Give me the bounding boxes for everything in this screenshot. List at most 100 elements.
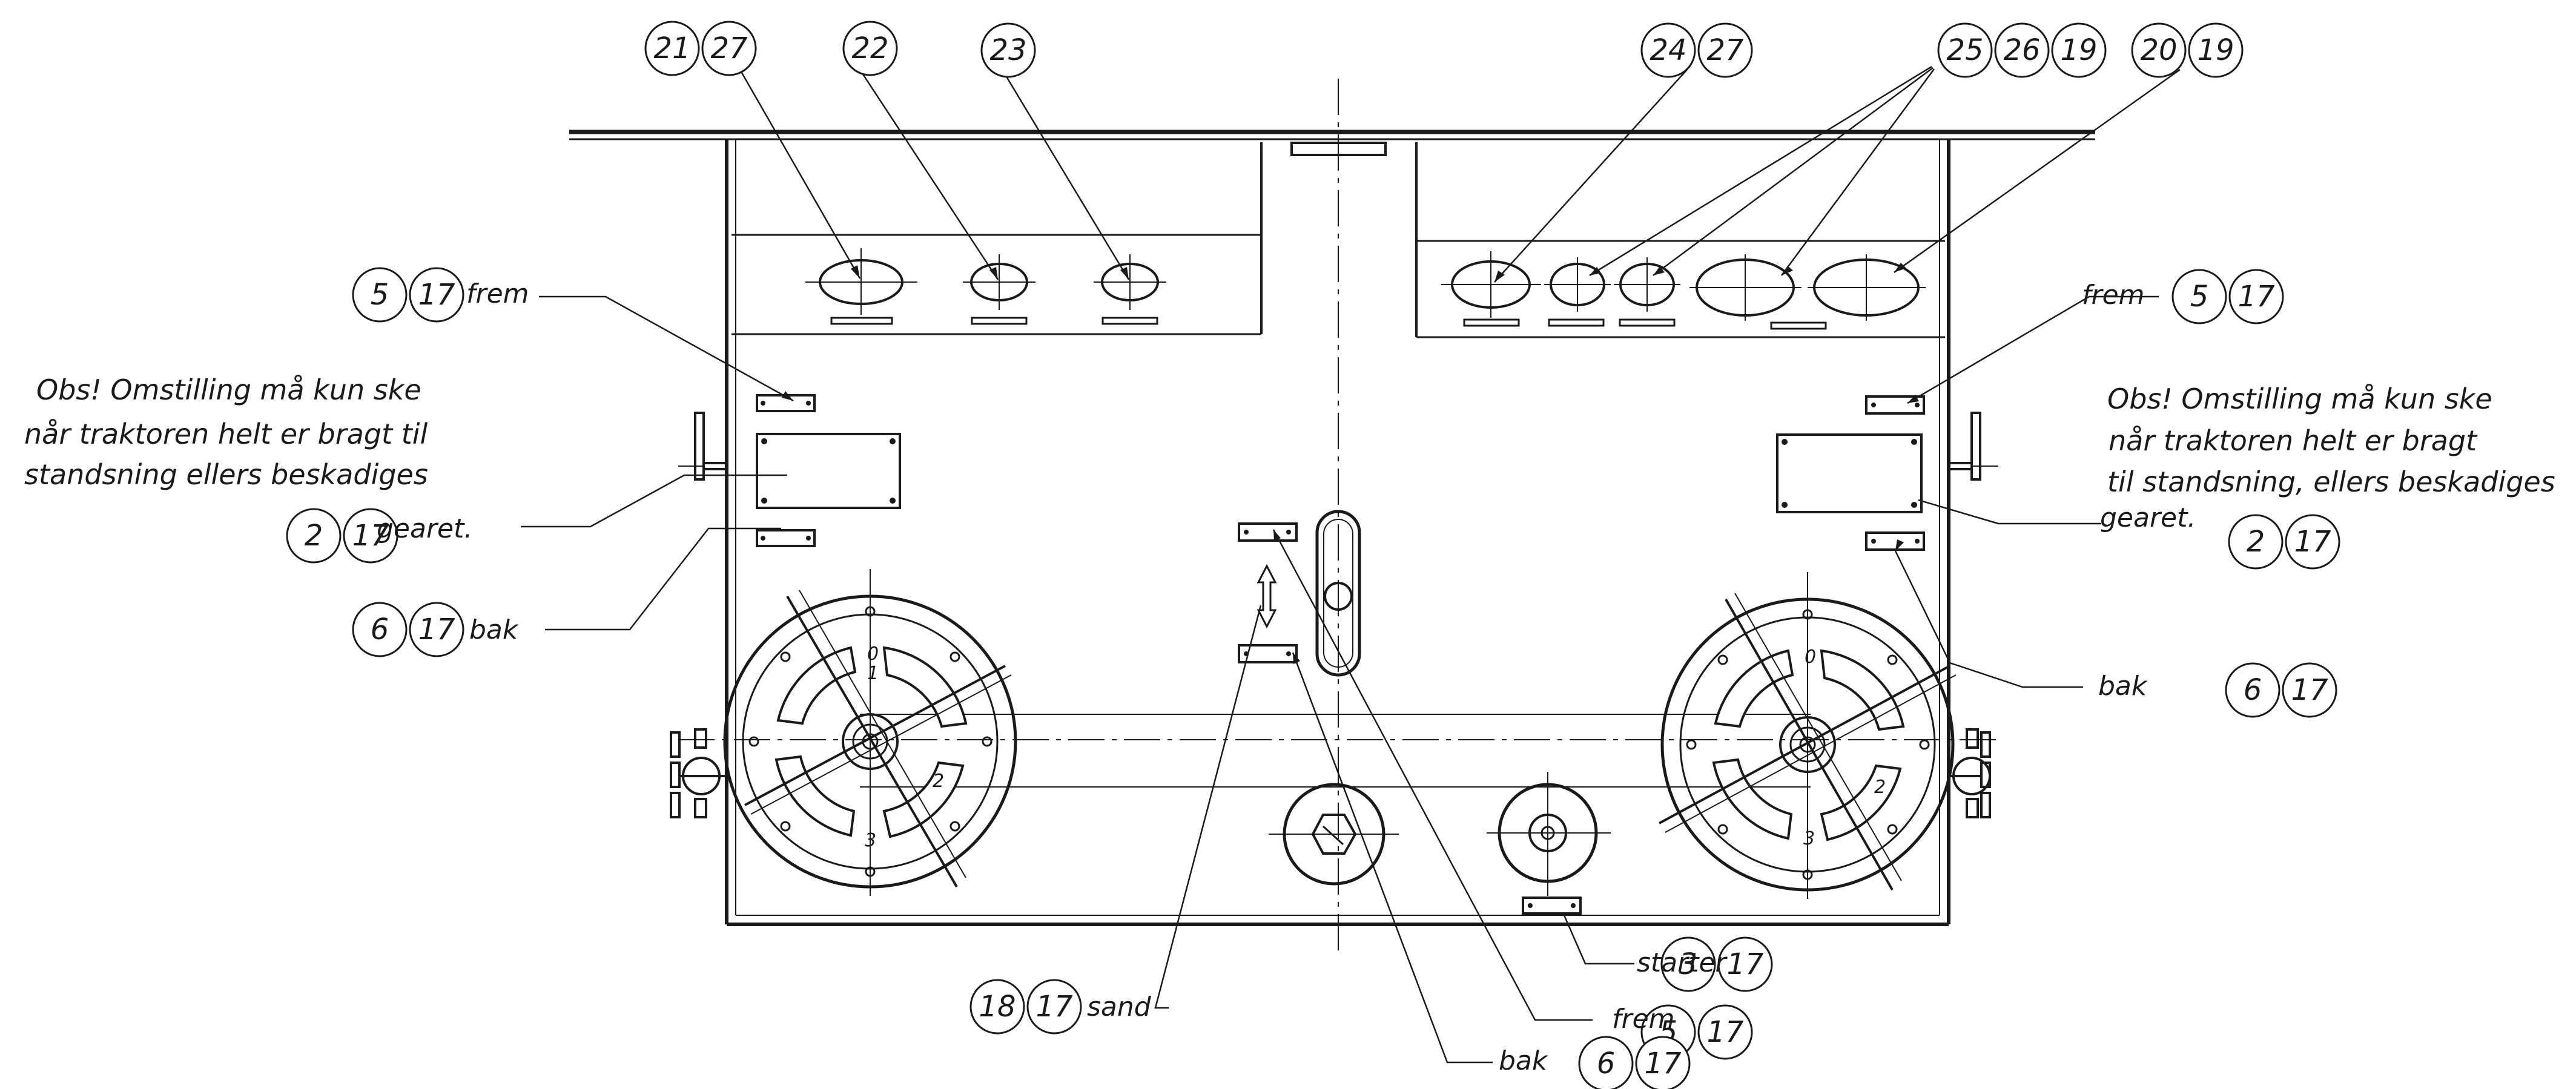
gauge-right-4 [1689, 254, 1827, 330]
note-left-line-1: Obs! Omstilling må kun ske [36, 373, 421, 406]
ref-bubble-circle [1994, 22, 2050, 78]
wheel-mark-1-left: 1 [867, 663, 879, 684]
note-left-line-3: standsning ellers beskadiges [24, 458, 428, 491]
ref-bubble-number: 24 [1650, 33, 1686, 67]
ref-bubble-circle [409, 267, 464, 323]
note-left-line-2: når traktoren helt er bragt til [24, 418, 428, 450]
ref-bubble-number: 17 [1726, 947, 1764, 981]
ref-bubble-number: 5 [2190, 280, 2209, 314]
leader-lines [521, 65, 2181, 1064]
ref-bubble-circle [1640, 22, 1696, 78]
gauge-right-3 [1614, 257, 1680, 327]
ref-bubble-circle [2131, 22, 2187, 78]
ref-bubble-number: 27 [1706, 33, 1744, 67]
ref-bubble-circle [1026, 979, 1082, 1035]
label-gearet-left: gearet. [377, 513, 472, 544]
double-arrow [1257, 564, 1277, 629]
wheel-mark-3-left: 3 [865, 830, 876, 851]
ref-bubble-circle [2188, 22, 2244, 78]
handwheel-left [723, 569, 1017, 896]
switch-plates [756, 394, 1925, 915]
gauge-left-2 [963, 254, 1035, 325]
wheel-scale-right: 0 2 3 [1803, 646, 1886, 849]
ref-bubble-number: 17 [418, 278, 455, 312]
ref-bubble-circle [1697, 22, 1753, 78]
ref-bubble-number: 20 [2140, 33, 2177, 67]
gauge-left-3 [1094, 254, 1166, 325]
ref-bubble-circle [343, 508, 398, 564]
ref-bubble-number: 23 [989, 33, 1026, 67]
label-sand: sand [1087, 992, 1152, 1022]
ref-bubble-circle [2225, 662, 2280, 718]
ref-bubble-number: 25 [1946, 33, 1983, 67]
ref-bubble-number: 17 [2294, 525, 2331, 559]
ref-bubble-circle [1578, 1036, 1634, 1089]
wheel-scale-left: 0 1 2 3 [865, 643, 944, 851]
wheel-mark-2-right: 2 [1874, 777, 1886, 798]
gauge-left-1 [805, 248, 917, 325]
sand-lever-slot [1315, 510, 1361, 677]
ref-bubble-number: 3 [1679, 947, 1698, 981]
ref-bubble-number: 19 [2197, 33, 2234, 67]
right-gauge-box [1415, 142, 1945, 338]
ref-bubble-number: 2 [2247, 525, 2265, 559]
ref-bubble-circle [980, 22, 1036, 78]
ref-bubble-number: 22 [851, 31, 888, 65]
ref-bubble-circle [1717, 936, 1773, 992]
leader-arrowheads [782, 263, 1919, 664]
wheel-mark-3-right: 3 [1803, 828, 1815, 849]
ref-bubble-circle [352, 267, 408, 323]
ref-bubble-number: 17 [2291, 673, 2328, 707]
ref-bubble-circle [969, 979, 1025, 1035]
reference-bubbles: 2 1 27 22 23 24 27 25 26 19 20 19 5 17 2 17 6 17 5 17 2 17 6 17… [286, 21, 2340, 1089]
ref-bubble-circle [1635, 1036, 1691, 1089]
label-bak-left: bak [469, 614, 519, 645]
handwheel-right [1659, 572, 1957, 899]
note-right-line-2: når traktoren helt er bragt [2109, 424, 2478, 457]
wheel-mark-2-left: 2 [933, 771, 944, 792]
ref-bubble-circle [409, 602, 464, 657]
text-labels: frem gearet. bak frem gearet. bak sand s… [377, 278, 2196, 1076]
ref-bubble-circle [2228, 514, 2284, 570]
panel-outline [569, 79, 2095, 956]
ref-bubble-circle [1937, 22, 1993, 78]
label-frem-bottom: frem [1612, 1004, 1675, 1035]
note-right: Obs! Omstilling må kun ske når traktoren… [2107, 383, 2555, 498]
gauge-right-1 [1441, 251, 1541, 327]
ref-bubble-number: 5 [371, 278, 389, 312]
ref-bubble-circle [2171, 269, 2227, 324]
ref-bubble-number: 6 [2244, 673, 2262, 707]
label-frem-left: frem [466, 278, 529, 309]
ref-bubble-number: 19 [2060, 33, 2097, 67]
ref-bubble-circle [2051, 22, 2107, 78]
ref-bubble-circle [2285, 514, 2340, 570]
label-bak-right: bak [2098, 671, 2148, 702]
ref-bubble-number: 26 [2003, 33, 2040, 67]
starter-knob [1487, 772, 1611, 896]
wheel-mark-0-left: 0 [867, 643, 879, 665]
wheel-mark-0-right: 0 [1805, 646, 1816, 668]
ref-bubble-number: 17 [418, 613, 455, 646]
ref-bubble-number: 18 [979, 990, 1016, 1024]
note-right-line-3: til standsning, ellers beskadiges [2107, 466, 2555, 498]
ref-bubble-circle [2228, 269, 2284, 324]
label-gearet-right: gearet. [2100, 502, 2196, 533]
ref-bubble-number: 17 [1644, 1047, 1682, 1081]
valve-right [1949, 728, 1991, 818]
left-gauge-box [732, 142, 1263, 335]
handle-right [1949, 412, 1998, 481]
ref-bubble-circle [644, 21, 700, 76]
note-right-line-1: Obs! Omstilling må kun ske [2107, 383, 2492, 415]
ref-bubble-number: 6 [1597, 1047, 1616, 1081]
ref-bubble-number: 27 [710, 31, 748, 65]
ref-bubble-number: 17 [1706, 1015, 1744, 1049]
label-frem-right: frem [2082, 280, 2145, 311]
bak-knob [1269, 783, 1399, 886]
ref-bubble-circle [286, 508, 342, 564]
ref-bubble-number: 6 [371, 613, 389, 646]
valve-left [670, 728, 727, 818]
plate-screws [761, 401, 1920, 908]
ref-bubble-number: 17 [1035, 990, 1073, 1024]
